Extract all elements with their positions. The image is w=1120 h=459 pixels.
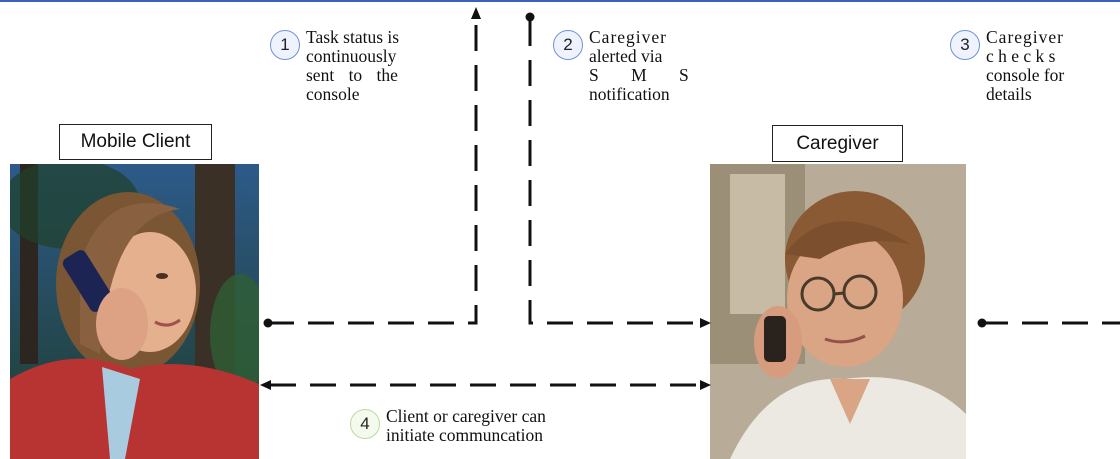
step-4-text: Client or caregiver can initiate communc…: [386, 407, 626, 445]
step-3-line: Caregiver: [986, 27, 1064, 47]
task-status-connector: [268, 20, 478, 325]
step-2-line: Caregiver: [589, 27, 667, 47]
step-3-line: details: [986, 84, 1032, 104]
step-3-line: c h e c k s: [986, 46, 1056, 66]
console-start-dot: [977, 318, 987, 328]
mobile-client-label: Mobile Client: [59, 124, 212, 160]
communication-arrowhead-left: [260, 380, 271, 390]
step-3-text: Caregiver c h e c k s console for detail…: [986, 28, 1116, 104]
step-1-text: Task status is continuously sent to the …: [306, 28, 456, 104]
step-2-number: 2: [553, 30, 583, 60]
task-status-start-dot: [263, 318, 273, 328]
step-1-line: continuously: [306, 46, 397, 66]
step-2: 2 Caregiver alerted via S M S notificati…: [553, 28, 723, 104]
step-3-line: console for: [986, 65, 1065, 85]
top-rule: [0, 0, 1120, 2]
step-2-line: alerted via: [589, 46, 663, 66]
step-1: 1 Task status is continuously sent to th…: [270, 28, 460, 104]
step-4: 4 Client or caregiver can initiate commu…: [350, 407, 650, 445]
step-2-text: Caregiver alerted via S M S notification: [589, 28, 709, 104]
step-2-line: notification: [589, 84, 670, 104]
step-4-line: initiate communcation: [386, 425, 543, 445]
step-1-line: Task status is: [306, 27, 400, 47]
step-3-number: 3: [950, 30, 980, 60]
caregiver-label: Caregiver: [772, 125, 903, 162]
step-3: 3 Caregiver c h e c k s console for deta…: [950, 28, 1120, 104]
sms-alert-arrowhead: [700, 318, 711, 328]
task-status-arrowhead: [471, 7, 481, 19]
caregiver-photo: [710, 164, 966, 459]
step-4-line: Client or caregiver can: [386, 406, 546, 426]
step-1-number: 1: [270, 30, 300, 60]
mobile-client-photo: [10, 164, 259, 459]
step-1-line: console: [306, 84, 360, 104]
step-2-line: S M S: [589, 65, 689, 85]
communication-arrowhead-right: [700, 380, 711, 390]
step-1-line: sent to the: [306, 65, 398, 85]
sms-alert-start-dot: [525, 12, 535, 22]
sms-alert-connector: [528, 20, 702, 325]
step-4-number: 4: [350, 409, 380, 439]
